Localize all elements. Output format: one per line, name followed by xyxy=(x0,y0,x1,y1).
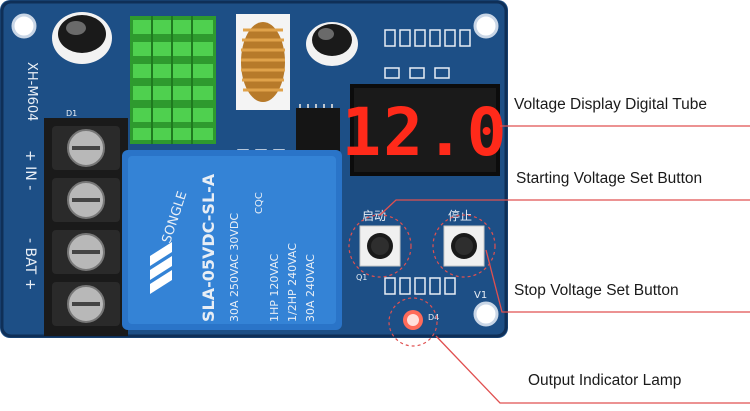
capacitor xyxy=(306,22,358,66)
callout-line-lamp xyxy=(435,335,750,404)
silk-d1: D1 xyxy=(66,109,77,118)
output-indicator-lamp: D4 xyxy=(388,297,439,347)
terminal-bat-label: - BAT + xyxy=(22,238,38,290)
relay-model: SLA-05VDC-SL-A xyxy=(199,173,218,322)
terminal-in-label: + IN - xyxy=(22,150,38,190)
stop-button-mark: 停止 xyxy=(448,208,472,223)
inductor-coil xyxy=(236,14,290,110)
terminal-screw xyxy=(52,126,120,170)
callout-line-start xyxy=(379,199,750,216)
callout-label-display: Voltage Display Digital Tube xyxy=(514,96,708,113)
ic-chip xyxy=(296,104,340,156)
terminal-block xyxy=(44,118,128,336)
mounting-hole xyxy=(473,301,499,327)
relay-spec-4: 30A 240VAC xyxy=(304,254,317,322)
mounting-hole xyxy=(473,13,499,39)
display-reading: 12.0 xyxy=(342,94,509,171)
terminal-screw xyxy=(52,178,120,222)
callout-label-lamp: Output Indicator Lamp xyxy=(528,372,682,389)
terminal-screw xyxy=(52,230,120,274)
model-code: XH-M604 xyxy=(24,62,39,121)
silk-q1: Q1 xyxy=(356,273,367,282)
terminal-screw xyxy=(52,282,120,326)
callout-line-stop xyxy=(485,249,750,313)
callout-label-start: Starting Voltage Set Button xyxy=(516,170,703,187)
relay-spec-3: 1/2HP 240VAC xyxy=(286,243,299,322)
relay: SONGLE SLA-05VDC-SL-A 30A 250VAC 30VDC C… xyxy=(122,150,342,330)
silk-v1: V1 xyxy=(474,290,487,301)
mounting-hole xyxy=(11,13,37,39)
relay-spec-1: 30A 250VAC 30VDC xyxy=(228,213,241,322)
relay-spec-2: 1HP 120VAC xyxy=(268,253,281,322)
relay-logo-icon xyxy=(150,242,172,294)
led-mark: D4 xyxy=(428,313,439,322)
stop-button: 停止 xyxy=(432,208,496,278)
heatsink xyxy=(130,16,216,144)
relay-cqc: CQC xyxy=(254,192,265,214)
start-button: 启动 xyxy=(348,209,412,278)
digital-tube-display: 12.0 xyxy=(342,84,509,176)
capacitor xyxy=(52,12,112,64)
callout-lines xyxy=(379,125,750,404)
callout-label-stop: Stop Voltage Set Button xyxy=(514,282,679,299)
